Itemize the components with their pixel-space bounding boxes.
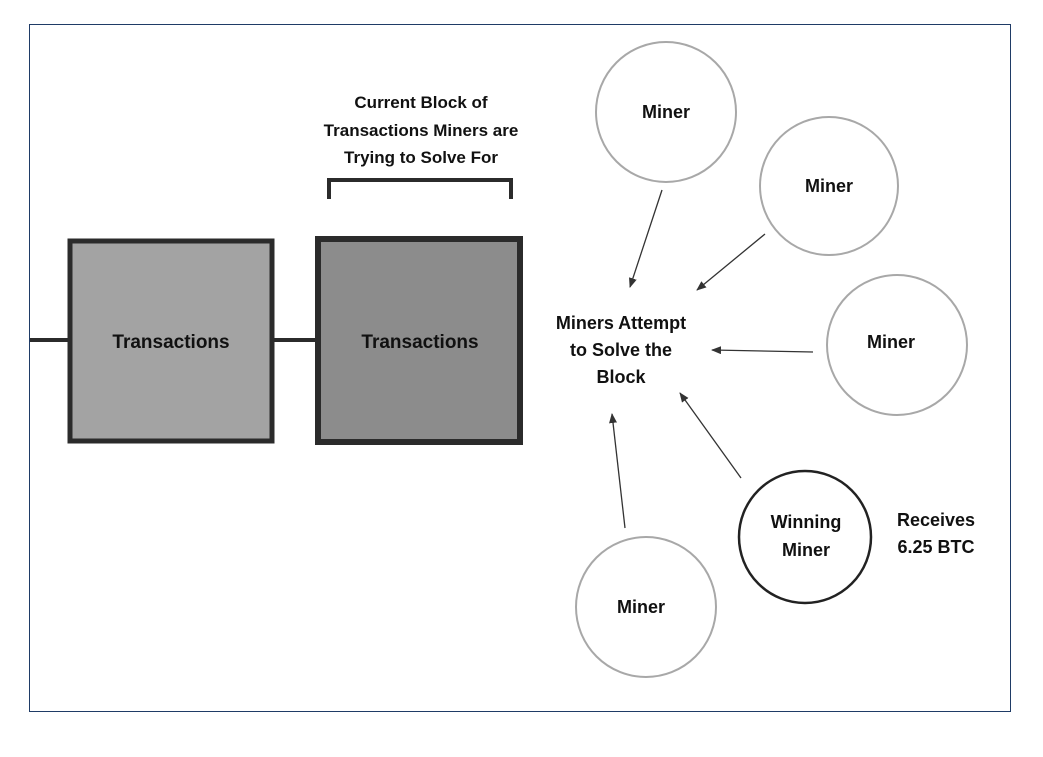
previous-block-label: Transactions — [112, 332, 229, 353]
center-label-line-1: Miners Attempt — [556, 313, 686, 333]
current-block-bracket — [327, 178, 513, 199]
winning-miner-circle — [737, 469, 873, 605]
winning-miner-node: Winning Miner — [737, 469, 873, 605]
miner-node-5: Miner — [575, 536, 717, 678]
bracket-caption-line-2: Transactions Miners are — [324, 121, 519, 140]
previous-block: Transactions — [67, 238, 275, 444]
reward-label-line-1: Receives — [897, 510, 975, 530]
winning-miner-label-line-2: Miner — [782, 540, 830, 560]
center-label-line-2: to Solve the — [570, 340, 672, 360]
miner-circle — [826, 274, 968, 416]
miner-node-1: Miner — [595, 41, 737, 183]
center-label-line-3: Block — [596, 367, 646, 387]
arrow-miner-5 — [609, 413, 626, 529]
miner-node-2: Miner — [759, 116, 899, 256]
miner-node-3: Miner — [826, 274, 968, 416]
arrow-winning-miner — [679, 392, 742, 479]
bracket-caption-line-3: Trying to Solve For — [344, 148, 498, 167]
miner-circle — [759, 116, 899, 256]
current-block-label: Transactions — [361, 332, 478, 353]
miner-label: Miner — [642, 102, 690, 122]
arrow-miner-1 — [629, 189, 663, 288]
winning-miner-label-line-1: Winning — [771, 512, 842, 532]
previous-block-box — [67, 238, 275, 444]
miner-label: Miner — [867, 332, 915, 352]
current-block: Transactions — [315, 236, 523, 445]
arrow-miner-3 — [711, 346, 814, 355]
miner-label: Miner — [617, 597, 665, 617]
miner-circle — [595, 41, 737, 183]
bracket-caption-line-1: Current Block of — [354, 93, 488, 112]
reward-label-line-2: 6.25 BTC — [897, 537, 974, 557]
miner-circle — [575, 536, 717, 678]
current-block-box — [315, 236, 523, 445]
arrow-miner-2 — [696, 233, 766, 291]
miner-label: Miner — [805, 176, 853, 196]
